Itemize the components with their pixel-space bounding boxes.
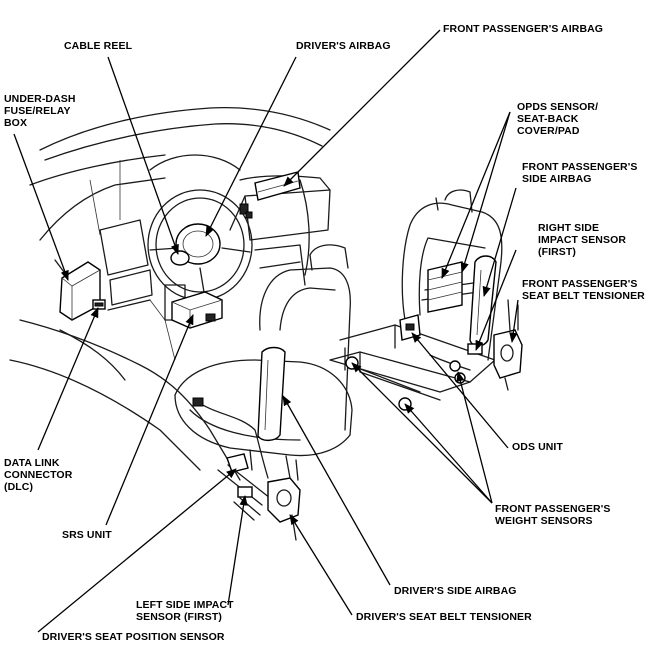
drivers-seat-belt-tensioner-part (267, 455, 301, 541)
label-front-passengers-seat-belt-tensioner: FRONT PASSENGER'S SEAT BELT TENSIONER (522, 278, 645, 302)
label-front-passengers-weight-sensors: FRONT PASSENGER'S WEIGHT SENSORS (495, 503, 611, 527)
label-ods-unit: ODS UNIT (512, 441, 563, 453)
drivers-seat-harness (192, 397, 269, 479)
label-cable-reel: CABLE REEL (64, 40, 133, 52)
cable-reel-part (170, 250, 190, 266)
srs-unit-part (171, 291, 223, 329)
ods-unit-part (399, 314, 421, 341)
label-left-side-impact-sensor: LEFT SIDE IMPACT SENSOR (FIRST) (136, 599, 234, 623)
label-drivers-seat-position-sensor: DRIVER'S SEAT POSITION SENSOR (42, 631, 225, 643)
data-link-connector-part (92, 299, 106, 310)
front-passengers-seat-belt-tensioner-part (493, 299, 523, 391)
label-under-dash-fuse-relay-box: UNDER-DASH FUSE/RELAY BOX (4, 93, 76, 129)
label-front-passengers-airbag: FRONT PASSENGER'S AIRBAG (443, 23, 604, 35)
dash-connector (239, 203, 253, 219)
dashboard-outline (9, 107, 331, 481)
label-right-side-impact-sensor: RIGHT SIDE IMPACT SENSOR (FIRST) (538, 222, 627, 258)
drivers-side-airbag-part (257, 346, 286, 442)
right-side-impact-sensor-part (467, 343, 483, 355)
under-dash-fuse-relay-box-part (59, 261, 101, 321)
label-drivers-seat-belt-tensioner: DRIVER'S SEAT BELT TENSIONER (356, 611, 532, 623)
label-drivers-side-airbag: DRIVER'S SIDE AIRBAG (394, 585, 517, 597)
label-srs-unit: SRS UNIT (62, 529, 112, 541)
opds-sensor-seat-back-pad (427, 261, 463, 313)
label-opds-sensor: OPDS SENSOR/ SEAT-BACK COVER/PAD (517, 101, 599, 137)
label-data-link-connector: DATA LINK CONNECTOR (DLC) (4, 457, 73, 493)
leader-lines (13, 29, 519, 633)
drivers-seat-position-sensor-part (226, 453, 249, 473)
label-drivers-airbag: DRIVER'S AIRBAG (296, 40, 391, 52)
left-side-impact-sensor-part (237, 486, 253, 498)
label-front-passengers-side-airbag: FRONT PASSENGER'S SIDE AIRBAG (522, 161, 638, 185)
